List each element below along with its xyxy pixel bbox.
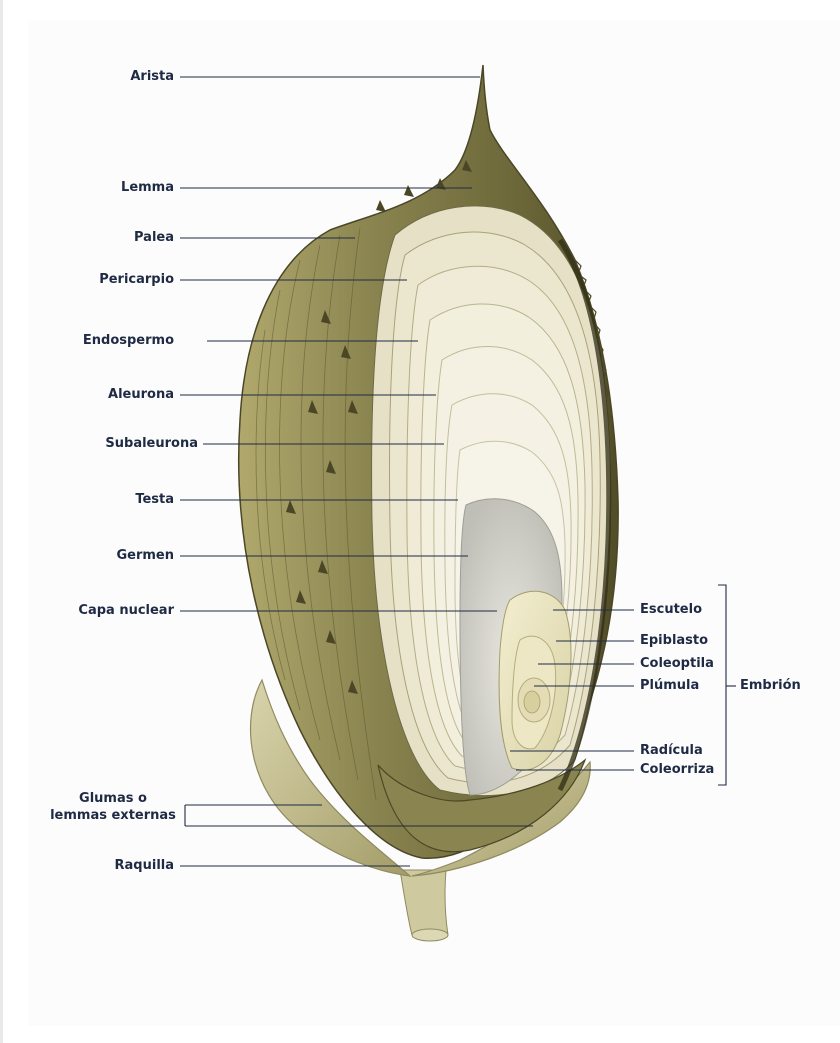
label-glumas-line2: lemmas externas — [50, 808, 176, 824]
label-testa: Testa — [110, 492, 174, 507]
label-radicula: Radícula — [640, 743, 703, 758]
label-escutelo: Escutelo — [640, 602, 702, 617]
label-endospermo: Endospermo — [70, 333, 174, 348]
label-subaleurona: Subaleurona — [60, 436, 198, 451]
label-palea: Palea — [110, 230, 174, 245]
label-coleoptila: Coleoptila — [640, 656, 714, 671]
label-arista: Arista — [110, 69, 174, 84]
label-pericarpio: Pericarpio — [80, 272, 174, 287]
label-glumas-line1: Glumas o — [50, 791, 176, 807]
label-aleurona: Aleurona — [80, 387, 174, 402]
label-epiblasto: Epiblasto — [640, 633, 708, 648]
label-plumula: Plúmula — [640, 678, 699, 693]
label-coleorriza: Coleorriza — [640, 762, 714, 777]
label-capa-nuclear: Capa nuclear — [60, 603, 174, 618]
raquilla-stem — [400, 870, 448, 941]
label-raquilla: Raquilla — [90, 858, 174, 873]
embrion-bracket — [718, 585, 726, 785]
label-germen: Germen — [100, 548, 174, 563]
label-embrion: Embrión — [740, 678, 801, 693]
kernel-layers — [372, 206, 611, 796]
label-lemma: Lemma — [110, 180, 174, 195]
